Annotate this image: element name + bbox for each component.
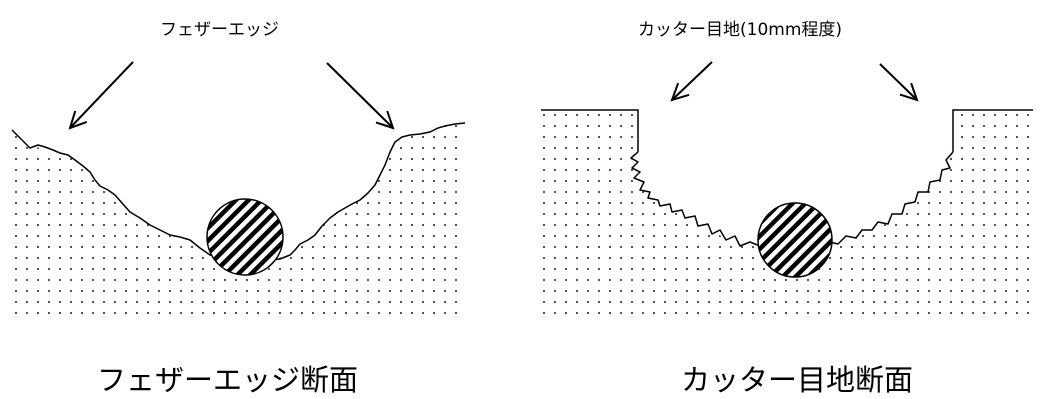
cutter-joint-top-left-line bbox=[541, 109, 639, 152]
arrow-right bbox=[879, 63, 917, 100]
arrow-right bbox=[326, 62, 393, 128]
rebar-icon bbox=[206, 198, 284, 276]
rebar-icon bbox=[757, 202, 833, 278]
cutter-joint-top-right-line bbox=[952, 109, 1033, 152]
feather-edge-ground bbox=[12, 123, 465, 322]
arrow-left bbox=[70, 61, 134, 128]
cutter-joint-ground bbox=[541, 110, 1033, 322]
feather-edge-top-label: フェザーエッジ bbox=[160, 20, 279, 40]
cutter-joint-caption: カッター目地断面 bbox=[681, 363, 914, 397]
cutter-joint-section bbox=[541, 61, 1033, 322]
arrow-left bbox=[672, 61, 713, 100]
feather-edge-section bbox=[11, 61, 466, 322]
cutter-joint-top-label: カッター目地(10mm程度) bbox=[638, 20, 843, 40]
feather-edge-caption: フェザーエッジ断面 bbox=[97, 363, 359, 397]
